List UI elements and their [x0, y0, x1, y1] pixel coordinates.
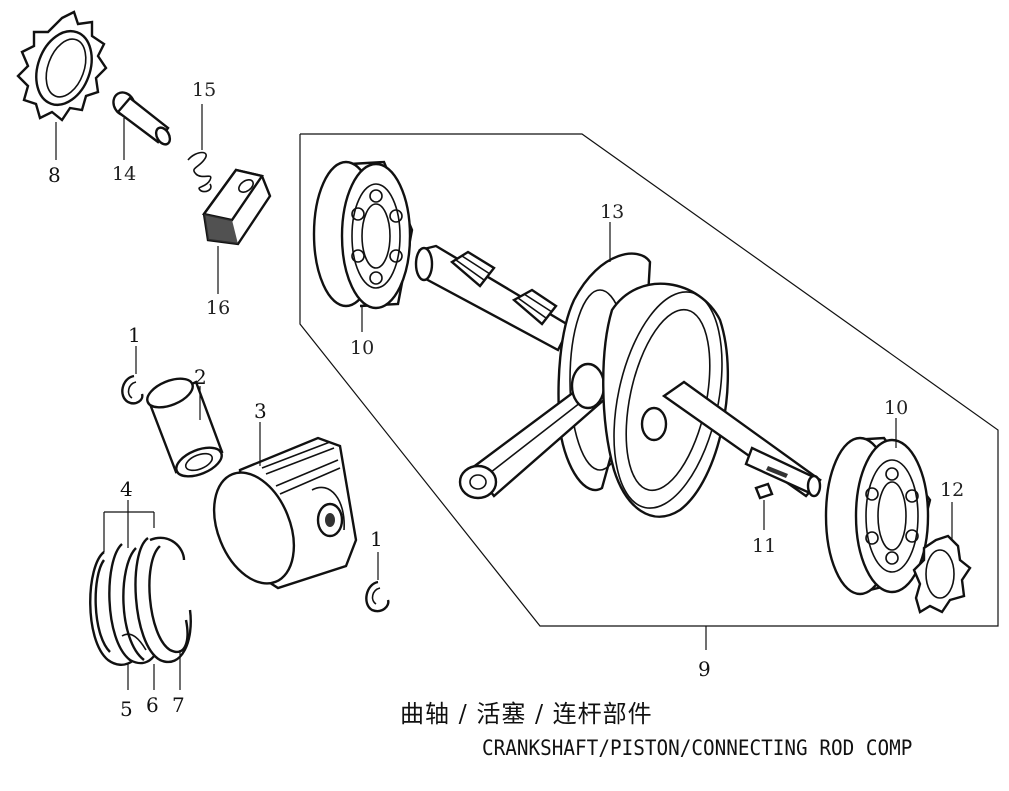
diagram-title-chinese: 曲轴 / 活塞 / 连杆部件	[400, 700, 653, 728]
callout-1-top: 1	[128, 323, 141, 347]
callout-10-right: 10	[884, 397, 908, 419]
callout-2: 2	[194, 365, 207, 389]
part-10-bearing-right	[824, 418, 932, 596]
callout-1-bottom: 1	[370, 527, 383, 551]
diagram-title-english: CRANKSHAFT/PISTON/CONNECTING ROD COMP	[482, 736, 913, 760]
part-10-bearing-left	[312, 160, 414, 332]
part-4-piston-rings-set	[89, 500, 192, 690]
part-11-key	[754, 482, 774, 530]
callout-8: 8	[48, 163, 61, 187]
part-12-nut	[912, 502, 972, 614]
callout-16: 16	[206, 297, 230, 319]
part-8-ratchet-gear	[16, 10, 108, 160]
callout-7: 7	[172, 693, 185, 717]
part-1-circlip-bottom	[365, 552, 390, 613]
callout-4: 4	[120, 477, 133, 501]
callout-10-left: 10	[350, 337, 374, 359]
callout-9: 9	[698, 657, 711, 681]
part-1-circlip-top	[121, 346, 144, 405]
callout-14: 14	[112, 163, 136, 185]
part-13-crankshaft	[414, 222, 822, 518]
part-2-piston-pin	[146, 377, 224, 478]
part-15-spring	[187, 104, 212, 193]
callout-3: 3	[254, 399, 267, 423]
callout-11: 11	[752, 535, 776, 557]
callout-5: 5	[120, 697, 133, 721]
part-3-piston	[212, 422, 358, 590]
part-9-assembly-frame	[299, 133, 999, 650]
callout-15: 15	[192, 79, 216, 101]
callout-6: 6	[146, 693, 159, 717]
part-16-clutch-block	[201, 168, 272, 294]
callout-13: 13	[600, 201, 624, 223]
part-14-pin	[112, 91, 172, 160]
callout-12: 12	[940, 479, 964, 501]
